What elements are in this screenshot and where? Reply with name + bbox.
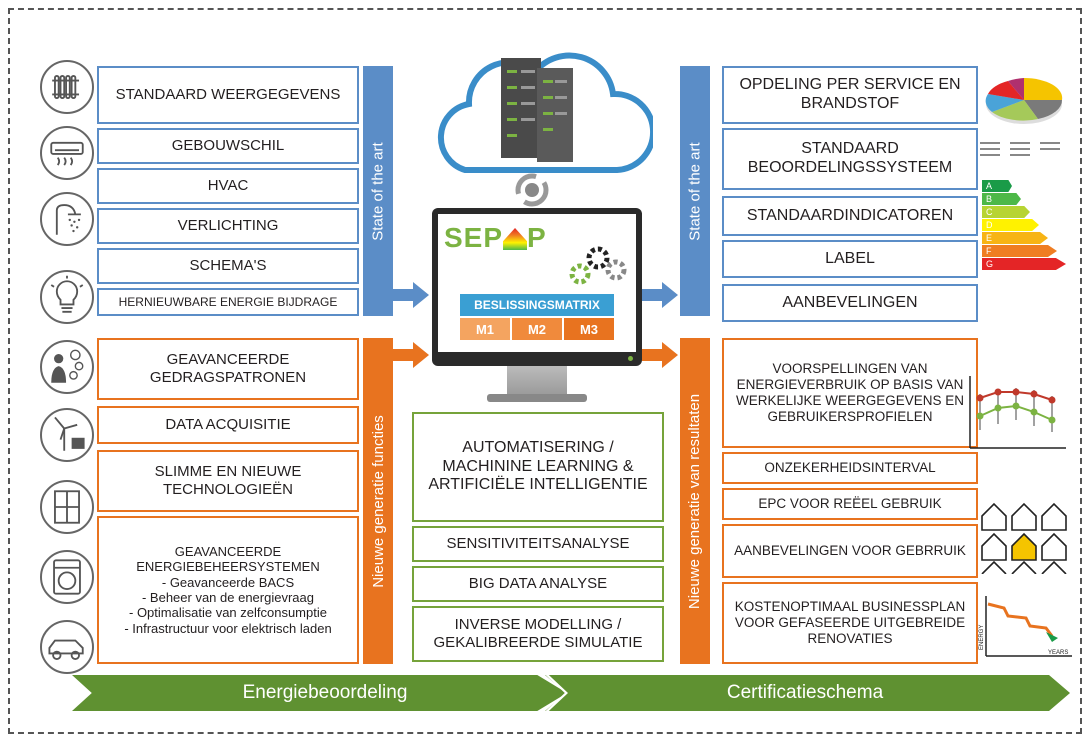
box-epc-reeel: EPC VOOR REËEL GEBRUIK: [722, 488, 978, 520]
arrow-right-orange: [642, 342, 678, 368]
ems-item: - Optimalisatie van zelfconsumptie: [129, 605, 327, 621]
box-schemas: SCHEMA'S: [97, 248, 359, 284]
box-big-data: BIG DATA ANALYSE: [412, 566, 664, 602]
pie-chart-picture: [980, 77, 1063, 156]
arrow-left-orange: [393, 342, 429, 368]
box-hernieuwbare: HERNIEUWBARE ENERGIE BIJDRAGE: [97, 288, 359, 316]
footer-label-certificatieschema: Certificatieschema: [726, 682, 884, 703]
cost-chart-y-label: ENERGY: [979, 625, 985, 650]
matrix-m1: M1: [460, 318, 510, 340]
box-verlichting: VERLICHTING: [97, 208, 359, 244]
energy-class-b: B: [982, 193, 1021, 205]
energy-class-f: F: [982, 245, 1057, 257]
gears-icon: [569, 246, 627, 285]
monitor: SEP P BESLISSINGSMATRIX M1 M2 M3: [432, 208, 642, 366]
box-inverse-modelling: INVERSE MODELLING / GEKALIBREERDE SIMULA…: [412, 606, 664, 662]
box-gedragspatronen: GEAVANCEERDE GEDRAGSPATRONEN: [97, 338, 359, 400]
energy-class-e: E: [982, 232, 1048, 244]
box-data-acquisitie: DATA ACQUISITIE: [97, 406, 359, 444]
cost-chart-picture: ENERGY YEARS: [979, 596, 1072, 657]
sepemo-logo: SEP P: [444, 222, 547, 254]
window-icon: [40, 480, 94, 534]
monitor-screen: SEP P BESLISSINGSMATRIX M1 M2 M3: [438, 214, 636, 352]
bar-right-state-of-art: State of the art: [680, 66, 710, 316]
box-slimme-technologieen: SLIMME EN NIEUWE TECHNOLOGIEËN: [97, 450, 359, 512]
bar-left-nieuwe-generatie: Nieuwe generatie functies: [363, 338, 393, 664]
box-opdeling: OPDELING PER SERVICE EN BRANDSTOF: [722, 66, 978, 124]
logo-text: SEP: [444, 222, 504, 253]
washing-machine-icon: [40, 550, 94, 604]
cloud-server-icon: [437, 52, 653, 173]
box-sensitiviteitsanalyse: SENSITIVITEITSANALYSE: [412, 526, 664, 562]
radiator-icon: [40, 60, 94, 114]
box-hvac: HVAC: [97, 168, 359, 204]
light-bulb-icon: [40, 270, 94, 324]
bar-label: Nieuwe generatie functies: [369, 414, 387, 588]
box-automatisering: AUTOMATISERING / MACHININE LEARNING & AR…: [412, 412, 664, 522]
box-onzekerheidsinterval: ONZEKERHEIDSINTERVAL: [722, 452, 978, 484]
beslissingsmatrix-label: BESLISSINGSMATRIX: [460, 294, 614, 316]
box-aanbevelingen: AANBEVELINGEN: [722, 284, 978, 322]
matrix-m3: M3: [564, 318, 614, 340]
box-standaardindicatoren: STANDAARDINDICATOREN: [722, 196, 978, 236]
footer-arrow-right: [545, 675, 1070, 711]
monitor-stand: [507, 366, 567, 396]
ems-item: - Geavanceerde BACS: [161, 574, 295, 590]
dashed-frame: [8, 8, 1082, 734]
electric-car-icon: [40, 620, 94, 674]
bar-label: Nieuwe generatie van resultaten: [686, 393, 704, 609]
box-aanbevelingen-gebruik: AANBEVELINGEN VOOR GEBRRUIK: [722, 524, 978, 578]
cost-chart-x-label: YEARS: [1048, 650, 1068, 656]
box-gebouwschil: GEBOUWSCHIL: [97, 128, 359, 164]
forecast-chart-picture: [969, 376, 1066, 449]
ems-title: GEAVANCEERDE ENERGIEBEHEERSYSTEMEN: [136, 544, 320, 575]
sync-icon: [515, 173, 549, 207]
air-conditioner-icon: [40, 126, 94, 180]
shower-icon: [40, 192, 94, 246]
energy-class-a: A: [982, 180, 1012, 192]
footer-arrow-left: [72, 675, 567, 711]
arrow-left-blue: [393, 282, 429, 308]
bar-left-state-of-art: State of the art: [363, 66, 393, 316]
renewable-energy-icon: [40, 408, 94, 462]
box-standaard-weergegevens: STANDAARD WEERGEGEVENS: [97, 66, 359, 124]
box-kostenoptimaal: KOSTENOPTIMAAL BUSINESSPLAN VOOR GEFASEE…: [722, 582, 978, 664]
monitor-base: [487, 394, 587, 402]
energy-class-g: G: [982, 258, 1066, 270]
energy-class-c: C: [982, 206, 1030, 218]
matrix-m2: M2: [512, 318, 562, 340]
logo-label-icon: [503, 228, 528, 250]
box-label: LABEL: [722, 240, 978, 278]
bar-label: State of the art: [686, 141, 704, 241]
box-energiebeheersystemen: GEAVANCEERDE ENERGIEBEHEERSYSTEMEN - Gea…: [97, 516, 359, 664]
bar-right-nieuwe-generatie: Nieuwe generatie van resultaten: [680, 338, 710, 664]
footer-label-energiebeoordeling: Energiebeoordeling: [242, 682, 408, 703]
arrow-right-blue: [642, 282, 678, 308]
ems-item: - Infrastructuur voor elektrisch laden: [124, 620, 332, 636]
bar-label: State of the art: [369, 141, 387, 241]
logo-text-p: P: [527, 222, 547, 253]
houses-icon: [981, 502, 1067, 574]
energy-class-d: D: [982, 219, 1039, 231]
box-voorspellingen: VOORSPELLINGEN VAN ENERGIEVERBRUIK OP BA…: [722, 338, 978, 448]
power-led: [628, 356, 633, 361]
occupant-behaviour-icon: [40, 340, 94, 394]
ems-item: - Beheer van de energievraag: [141, 590, 314, 605]
box-beoordelingssysteem: STANDAARD BEOORDELINGSSYSTEEM: [722, 128, 978, 190]
